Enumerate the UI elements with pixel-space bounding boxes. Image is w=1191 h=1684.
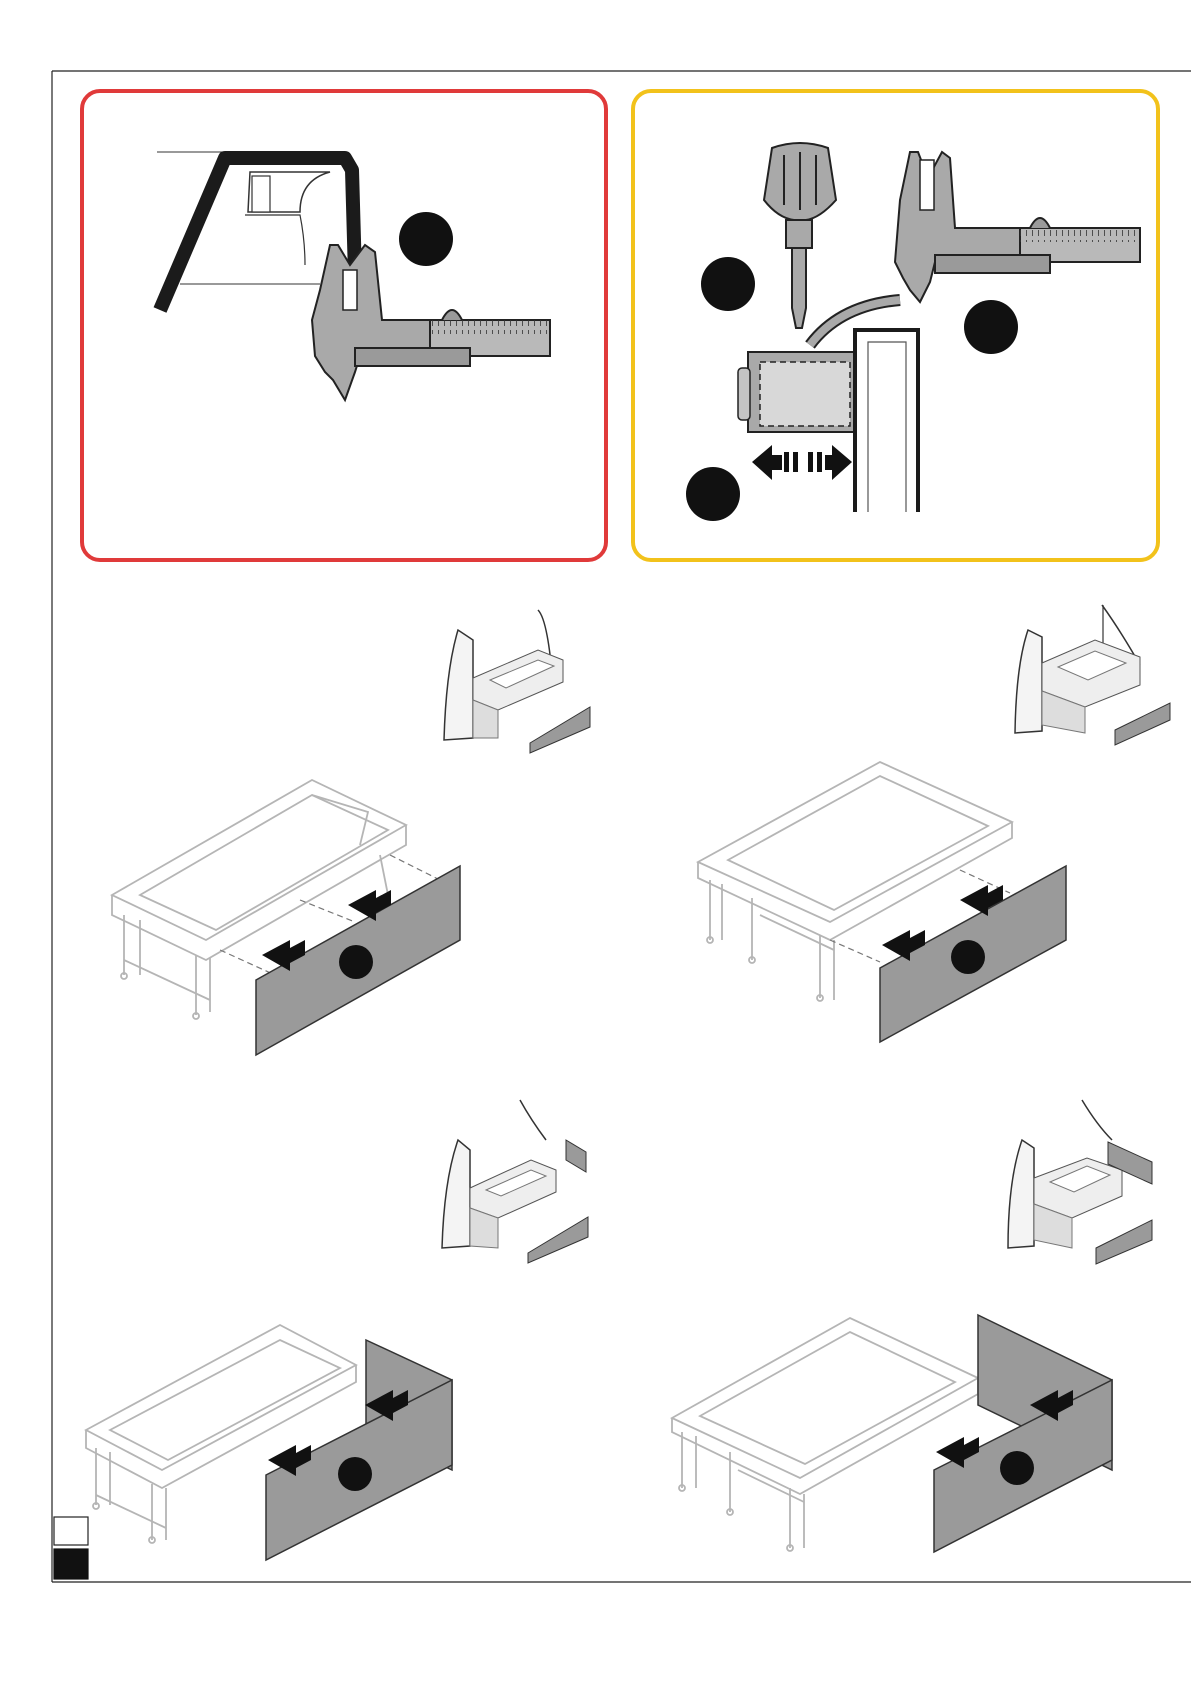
screwdriver-icon — [764, 143, 836, 328]
wall-profile — [855, 330, 918, 512]
step-marker — [339, 945, 373, 979]
caliper-icon — [312, 245, 550, 400]
clip-adjustment-figure — [633, 91, 1158, 560]
caliper-rim-measurement-figure — [82, 91, 606, 560]
adjust-arrows-icon — [752, 445, 852, 480]
bathtub-icon — [672, 1318, 978, 1551]
square-tub-front-panel-figure — [698, 762, 1066, 1042]
step-marker — [701, 257, 755, 311]
rect-tub-front-panel-figure — [112, 780, 460, 1055]
corner-tub-thumbnail-icon — [442, 1100, 588, 1263]
corner-tub-thumbnail-icon — [444, 610, 590, 753]
step-marker — [686, 467, 740, 521]
black-swatch — [54, 1549, 88, 1579]
step-marker — [964, 300, 1018, 354]
rect-tub-l-panels-figure — [86, 1325, 452, 1560]
step-marker — [1000, 1451, 1034, 1485]
step-marker — [338, 1457, 372, 1491]
step-marker — [951, 940, 985, 974]
clip-block-icon — [738, 300, 900, 432]
caliper-icon — [895, 152, 1140, 302]
corner-tub-thumbnail-icon — [1008, 1100, 1152, 1264]
step-marker — [399, 212, 453, 266]
white-swatch — [54, 1517, 88, 1545]
corner-tub-thumbnail-icon — [1015, 605, 1170, 745]
square-tub-l-panels-figure — [672, 1315, 1112, 1552]
